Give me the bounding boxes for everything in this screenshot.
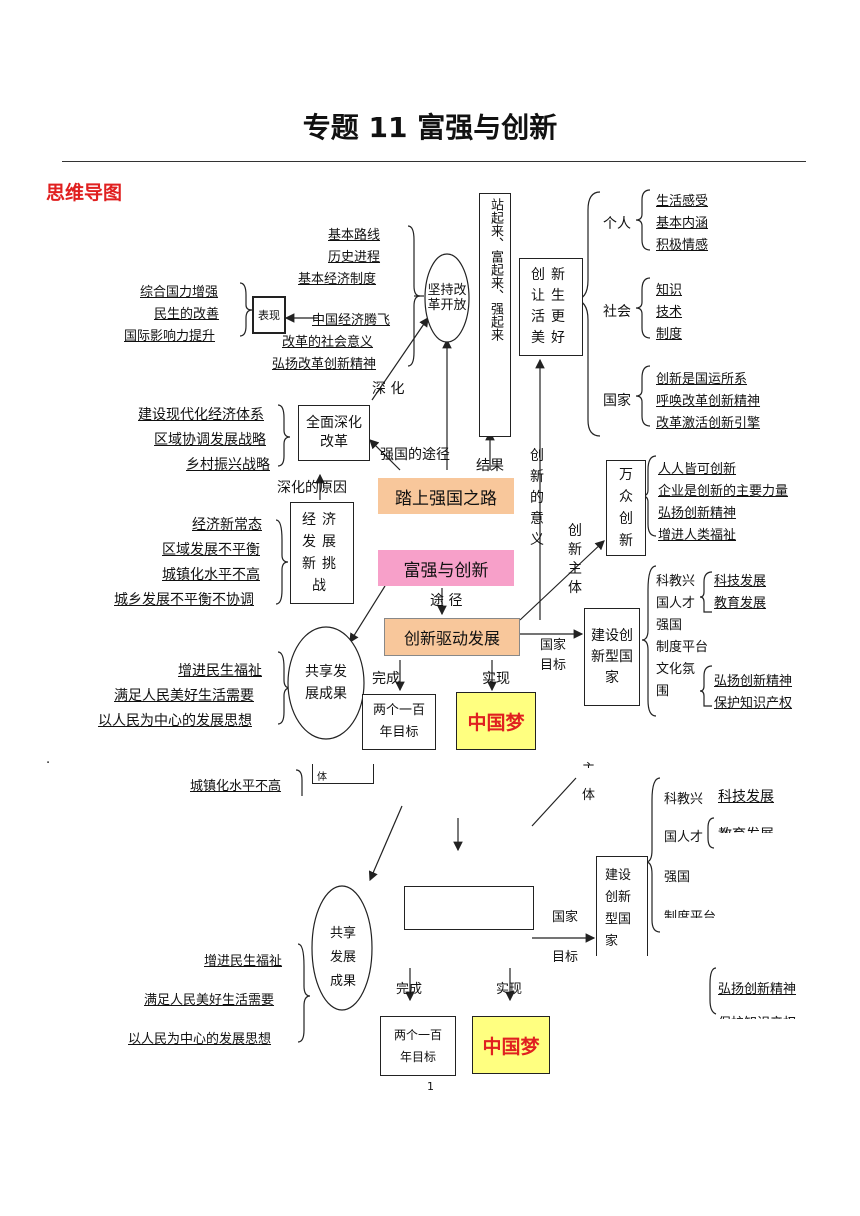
page-number: 1 [427,1080,434,1093]
list-item: 区域发展不平衡 [162,542,260,558]
label-shixian: 实现 [482,671,510,687]
biaoxian-box: 表现 [252,296,286,334]
qudong-box: 创新驱动发展 [384,618,520,656]
list-item: 科技发展 [714,574,767,589]
list-item: 企业是创新的主要力量 [658,484,789,499]
label-jieguo: 结果 [476,458,504,474]
list-item: 基本路线 [328,228,381,243]
jianshe-item: 国人才 [664,830,704,845]
list-item: 满足人民美好生活需要 [114,688,254,704]
list-item: 积极情感 [656,238,709,253]
wanzhong-box: 万众创新 [606,460,646,556]
list-item: 国际影响力提升 [124,329,216,344]
shenhua-label: 深 化 [372,381,405,397]
list-item: 增进人类福祉 [658,528,737,543]
label-qiangguo: 强国的途径 [380,447,450,463]
list-item: 技术 [656,305,683,320]
center-node: 富强与创新 [378,550,514,586]
label-guojia: 国家 [552,910,579,925]
jianshe-item: 文化氛 [656,662,696,677]
list-item: 基本经济制度 [298,272,377,287]
list-item: 基本内涵 [656,216,709,231]
section-label: 思维导图 [46,182,123,204]
label-yiyi: 创新的意义 [530,448,544,548]
list-item: 满足人民美好生活需要 [144,993,275,1008]
chuangxin-box: 创新让生活更美好 [519,258,583,356]
label-zhuti-fragment: 主 [582,758,595,768]
list-item: 历史进程 [328,250,381,265]
list-item: 经济新常态 [192,517,262,533]
list-item: 创新是国运所系 [656,372,748,387]
list-item: 增进民生福祉 [204,954,283,969]
list-item: 增进民生福祉 [178,663,262,679]
jianshe-box: 建设创新型国家 [584,608,640,706]
list-item: 综合国力增强 [140,285,219,300]
branch-guojia: 国家 [603,393,631,409]
list-item: 生活感受 [656,194,709,209]
list-item: 改革的社会意义 [282,335,374,350]
list-item: 改革激活创新引擎 [656,416,761,431]
tashang-box: 踏上强国之路 [378,478,514,514]
list-item: 弘扬创新精神 [718,982,797,997]
branch-shehui: 社会 [603,304,631,320]
label-shenhua-yuanyin: 深化的原因 [277,480,347,496]
dream-box: 中国梦 [456,692,536,750]
jianshe-item: 科教兴 [664,792,704,807]
jianshe-item: 强国 [664,870,691,885]
gongxiang-node-bottom: 共享发展成果 [329,926,356,989]
list-item: 弘扬改革创新精神 [272,357,377,372]
quanmian-box: 全面深化改革 [298,405,370,461]
list-item: 制度 [656,327,683,342]
liangge-box-bottom: 两个一百年目标 [380,1016,456,1076]
jianshe-item: 科教兴 [656,574,696,589]
jingji-box: 经济发展新挑战 [290,502,354,604]
jianshe-item: 强国 [656,618,683,633]
list-item: 呼唤改革创新精神 [656,394,761,409]
label-mubiao: 目标 [552,950,579,965]
label-zhuti: 创新主体 [568,523,582,596]
blank-box [404,886,534,930]
vertical-box: 站起来、富起来、强起来 [479,193,511,437]
label-ti: 体 [582,788,596,803]
list-item: 知识 [656,283,683,298]
list-item: 教育发展 [714,596,767,611]
title-divider [62,161,806,162]
jianshe-item: 制度平台 [664,910,717,918]
jianshe-item: 国人才 [656,596,696,611]
jianchi-node: 坚持改革开放 [427,283,467,313]
cut-box: 体 [312,764,374,784]
list-item: 人人皆可创新 [658,462,737,477]
list-item: 区域协调发展战略 [154,432,266,448]
branch-geren: 个人 [603,216,631,232]
list-item: 以人民为中心的发展思想 [98,713,252,729]
list-item: 保护知识产权 [714,696,793,711]
list-item: 民生的改善 [154,307,220,322]
list-item: 城镇化水平不高 [190,779,282,794]
list-item: 城乡发展不平衡不协调 [114,592,254,608]
label-wancheng: 完成 [396,982,423,997]
list-item: 城镇化水平不高 [162,567,260,583]
list-item: 乡村振兴战略 [186,457,270,473]
liangge-box: 两个一百年目标 [362,694,436,750]
list-item: 中国经济腾飞 [312,313,391,328]
label-wancheng: 完成 [372,671,400,687]
list-item: 保护知识产权 [718,1012,796,1019]
jianshe-item: 围 [656,684,670,699]
list-item: 科技发展 [718,789,774,805]
stray-dot: . [46,752,51,767]
gongxiang-node: 共享发展成果 [305,664,347,702]
label-guojia-mubiao: 国家目标 [540,638,567,673]
list-item: 教育发展 [718,824,774,833]
page-title: 专题 11 富强与创新 [302,111,558,144]
label-shixian: 实现 [496,982,523,997]
list-item: 弘扬创新精神 [658,506,737,521]
list-item: 以人民为中心的发展思想 [128,1032,272,1047]
label-tujing: 途 径 [430,593,463,609]
list-item: 建设现代化经济体系 [138,407,264,423]
jianshe-box-bottom: 建设创新型国家 [596,856,648,956]
jianshe-item: 制度平台 [656,640,709,655]
list-item: 弘扬创新精神 [714,674,793,689]
dream-box-bottom: 中国梦 [472,1016,550,1074]
